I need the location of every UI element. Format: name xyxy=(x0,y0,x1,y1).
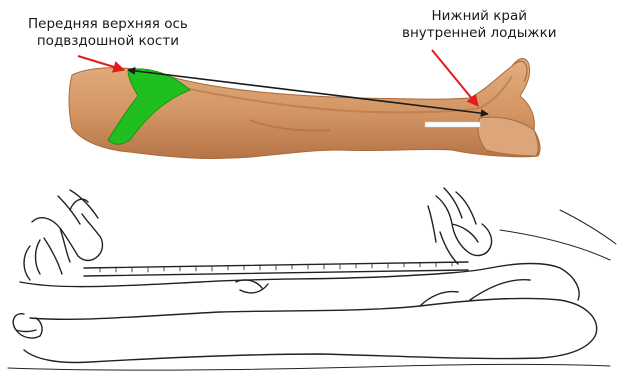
foot-left-sketch xyxy=(13,314,42,338)
foot-upper-sketch xyxy=(24,240,40,280)
right-wrist-sketch xyxy=(444,188,476,224)
upper-leg-outline xyxy=(20,264,579,301)
hip-outline xyxy=(420,280,530,306)
bed-line xyxy=(8,210,616,370)
colored-legs-figure xyxy=(69,50,540,159)
right-hand-sketch xyxy=(428,196,492,264)
sketch-measurement-figure xyxy=(8,188,616,370)
label-iliac-spine-line2: подвздошной кости xyxy=(28,33,188,50)
label-inner-ankle-line2: внутренней лодыжки xyxy=(402,25,557,42)
ankle-marker-strip xyxy=(425,122,480,127)
label-iliac-spine: Передняя верхняя ось подвздошной кости xyxy=(28,16,188,50)
left-wrist-sketch xyxy=(58,190,98,224)
label-inner-ankle: Нижний край внутренней лодыжки xyxy=(402,8,557,42)
knee-outline xyxy=(236,280,268,293)
pointer-arrow-ankle xyxy=(432,50,478,106)
lower-leg-outline xyxy=(24,298,597,362)
label-inner-ankle-line1: Нижний край xyxy=(402,8,557,25)
label-iliac-spine-line1: Передняя верхняя ось xyxy=(28,16,188,33)
